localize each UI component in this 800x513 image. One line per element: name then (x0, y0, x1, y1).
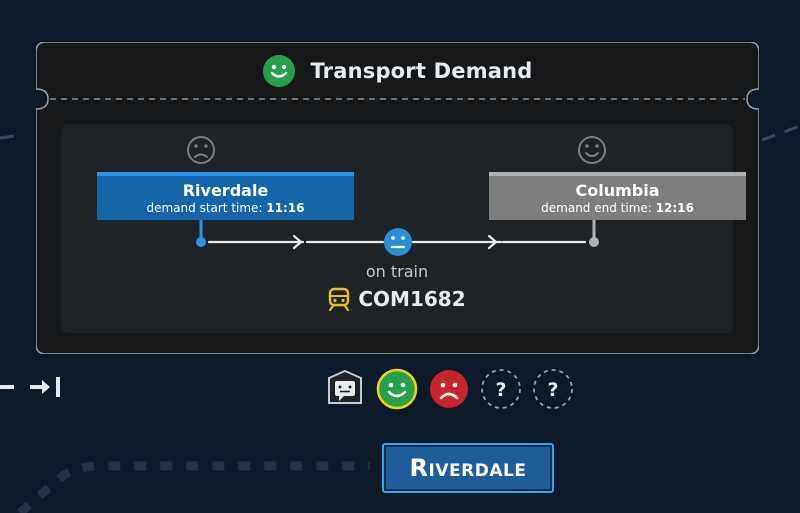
svg-text:?: ? (547, 379, 558, 401)
start-mood-sad-icon (187, 136, 215, 164)
end-station-label[interactable]: Columbia demand end time: 12:16 (489, 172, 746, 220)
feedback-icon-row: ? ? (324, 368, 574, 410)
unknown-icon-2[interactable]: ? (532, 368, 574, 410)
end-time-line: demand end time: 12:16 (489, 201, 746, 215)
current-neutral-face-icon (384, 228, 412, 256)
happy-face-icon (263, 55, 296, 87)
train-info[interactable]: COM1682 (61, 287, 733, 311)
start-time-label: demand start time: (146, 201, 267, 215)
end-mood-happy-icon (578, 136, 606, 164)
start-stop-dot (196, 237, 206, 247)
end-stop-dot (589, 237, 599, 247)
destination-button[interactable]: Riverdale (382, 443, 554, 493)
start-station-name: Riverdale (182, 181, 269, 200)
card-header: Transport Demand (36, 50, 759, 92)
route-diagram (187, 136, 606, 256)
sad-face-icon[interactable] (428, 368, 470, 410)
happy-face-icon[interactable] (376, 368, 418, 410)
start-time-value: 11:16 (266, 201, 305, 215)
signal-indicator (0, 377, 60, 397)
svg-text:?: ? (495, 379, 506, 401)
start-station-label[interactable]: Riverdale demand start time: 11:16 (97, 172, 354, 220)
transport-demand-card: Transport Demand (36, 42, 759, 354)
end-time-label: demand end time: (541, 201, 656, 215)
train-icon (329, 287, 350, 311)
card-title: Transport Demand (310, 59, 533, 83)
end-time-value: 12:16 (655, 201, 694, 215)
status-text: on train (365, 262, 429, 281)
route-panel: Riverdale demand start time: 11:16 Colum… (61, 124, 746, 333)
chat-bubble-icon[interactable] (324, 368, 366, 410)
start-time-line: demand start time: 11:16 (97, 201, 354, 215)
unknown-icon-1[interactable]: ? (480, 368, 522, 410)
train-id-text: COM1682 (358, 287, 466, 311)
end-station-name: Columbia (575, 181, 660, 200)
